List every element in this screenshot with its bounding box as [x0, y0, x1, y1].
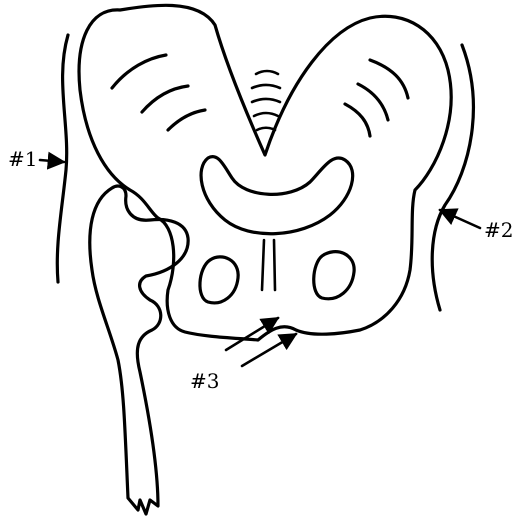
right-soft-tissue-line — [432, 45, 473, 310]
right-iliac-arc-2 — [358, 84, 388, 120]
left-soft-tissue-line — [57, 35, 68, 282]
sacrum-ridge-1 — [256, 71, 278, 74]
pubic-symphysis-right — [274, 240, 275, 290]
right-iliac-arc-1 — [370, 60, 408, 98]
arrow-2 — [440, 210, 480, 228]
left-obturator-foramen — [200, 257, 238, 303]
right-obturator-foramen — [314, 252, 354, 299]
pelvic-inlet — [201, 157, 353, 234]
right-iliac-arc-3 — [345, 104, 370, 136]
left-iliac-arc-1 — [112, 55, 166, 88]
label-2: #2 — [484, 218, 513, 242]
left-iliac-arc-3 — [168, 110, 205, 130]
pelvis-outline — [79, 5, 451, 340]
arrow-3a — [226, 318, 278, 350]
label-1: #1 — [8, 147, 37, 171]
arrow-1 — [40, 160, 64, 162]
sacrum-ridge-2 — [252, 85, 280, 88]
label-3: #3 — [190, 369, 219, 393]
left-femur — [90, 186, 188, 514]
left-iliac-arc-2 — [142, 86, 188, 112]
sacrum-ridge-5 — [257, 128, 275, 130]
sacrum-ridge-3 — [252, 99, 280, 102]
pubic-symphysis-left — [262, 240, 264, 290]
sacrum-ridge-4 — [254, 113, 278, 116]
